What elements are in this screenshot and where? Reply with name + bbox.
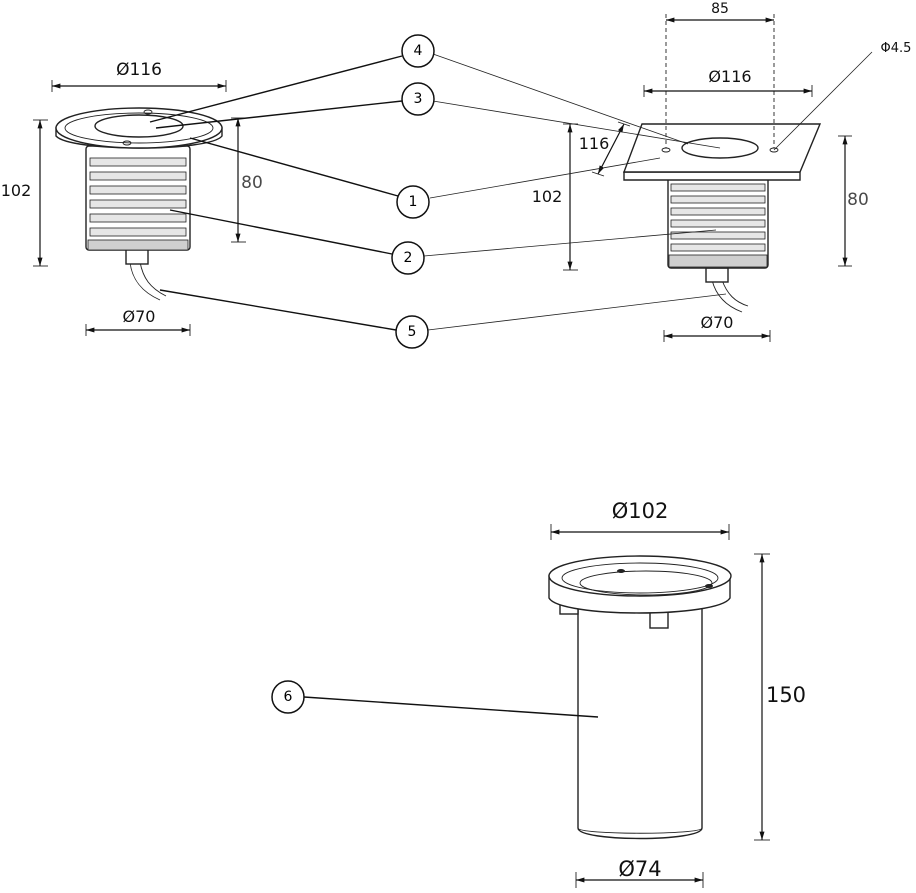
left-bottom-diameter-label: Ø70 bbox=[123, 307, 156, 326]
sleeve-hole-top bbox=[617, 569, 625, 573]
right-plate-edge bbox=[623, 171, 801, 181]
svg-text:3: 3 bbox=[414, 91, 423, 107]
left-fins bbox=[87, 157, 189, 251]
sleeve-height-label: 150 bbox=[766, 683, 806, 707]
callout-2: 2 bbox=[391, 241, 425, 275]
svg-text:1: 1 bbox=[409, 194, 418, 210]
left-screw-hole-bottom bbox=[122, 140, 132, 146]
callout-5: 5 bbox=[395, 315, 429, 349]
right-height-body-label: 80 bbox=[847, 190, 869, 210]
left-top-diameter-label: Ø116 bbox=[116, 60, 162, 80]
left-screw-hole-top bbox=[143, 109, 153, 115]
right-fixture bbox=[622, 123, 822, 313]
svg-text:5: 5 bbox=[408, 324, 417, 340]
right-plate-side-label: 116 bbox=[579, 134, 610, 153]
left-dimensions: Ø116 102 80 Ø70 bbox=[1, 60, 263, 336]
right-bottom-diameter-label: Ø70 bbox=[701, 313, 734, 332]
svg-text:4: 4 bbox=[414, 43, 423, 59]
callout-1: 1 bbox=[396, 185, 430, 219]
right-cable bbox=[711, 279, 743, 313]
sleeve-hole-right bbox=[705, 584, 713, 588]
sleeve-collar-top bbox=[548, 555, 732, 597]
right-height-total-label: 102 bbox=[532, 187, 563, 206]
right-hole-spacing-label: 85 bbox=[711, 1, 729, 17]
right-cable-gland bbox=[705, 267, 729, 283]
right-top-diameter-label: Ø116 bbox=[708, 67, 751, 86]
callout-6: 6 bbox=[271, 680, 305, 714]
svg-text:2: 2 bbox=[404, 250, 413, 266]
sleeve-dimensions: Ø102 150 Ø74 bbox=[550, 499, 806, 888]
left-height-total-label: 102 bbox=[1, 181, 32, 200]
left-height-body-label: 80 bbox=[241, 173, 263, 193]
right-hole-diameter-label: Φ4.5 bbox=[881, 41, 912, 56]
sleeve-tab-right bbox=[649, 611, 669, 629]
left-cable bbox=[129, 261, 161, 301]
left-fixture bbox=[55, 107, 223, 301]
installation-sleeve bbox=[548, 555, 732, 840]
left-lens bbox=[94, 114, 184, 138]
right-fins bbox=[668, 183, 768, 268]
sleeve-body bbox=[577, 599, 703, 840]
callout-4: 4 bbox=[401, 34, 435, 68]
right-dimensions: 85 Ø116 116 102 80 Ø70 Φ4.5 bbox=[532, 1, 912, 342]
svg-text:6: 6 bbox=[284, 689, 293, 705]
sleeve-top-diameter-label: Ø102 bbox=[612, 499, 669, 523]
callout-leaders bbox=[149, 53, 727, 718]
callout-3: 3 bbox=[401, 82, 435, 116]
sleeve-bottom-diameter-label: Ø74 bbox=[618, 857, 661, 881]
